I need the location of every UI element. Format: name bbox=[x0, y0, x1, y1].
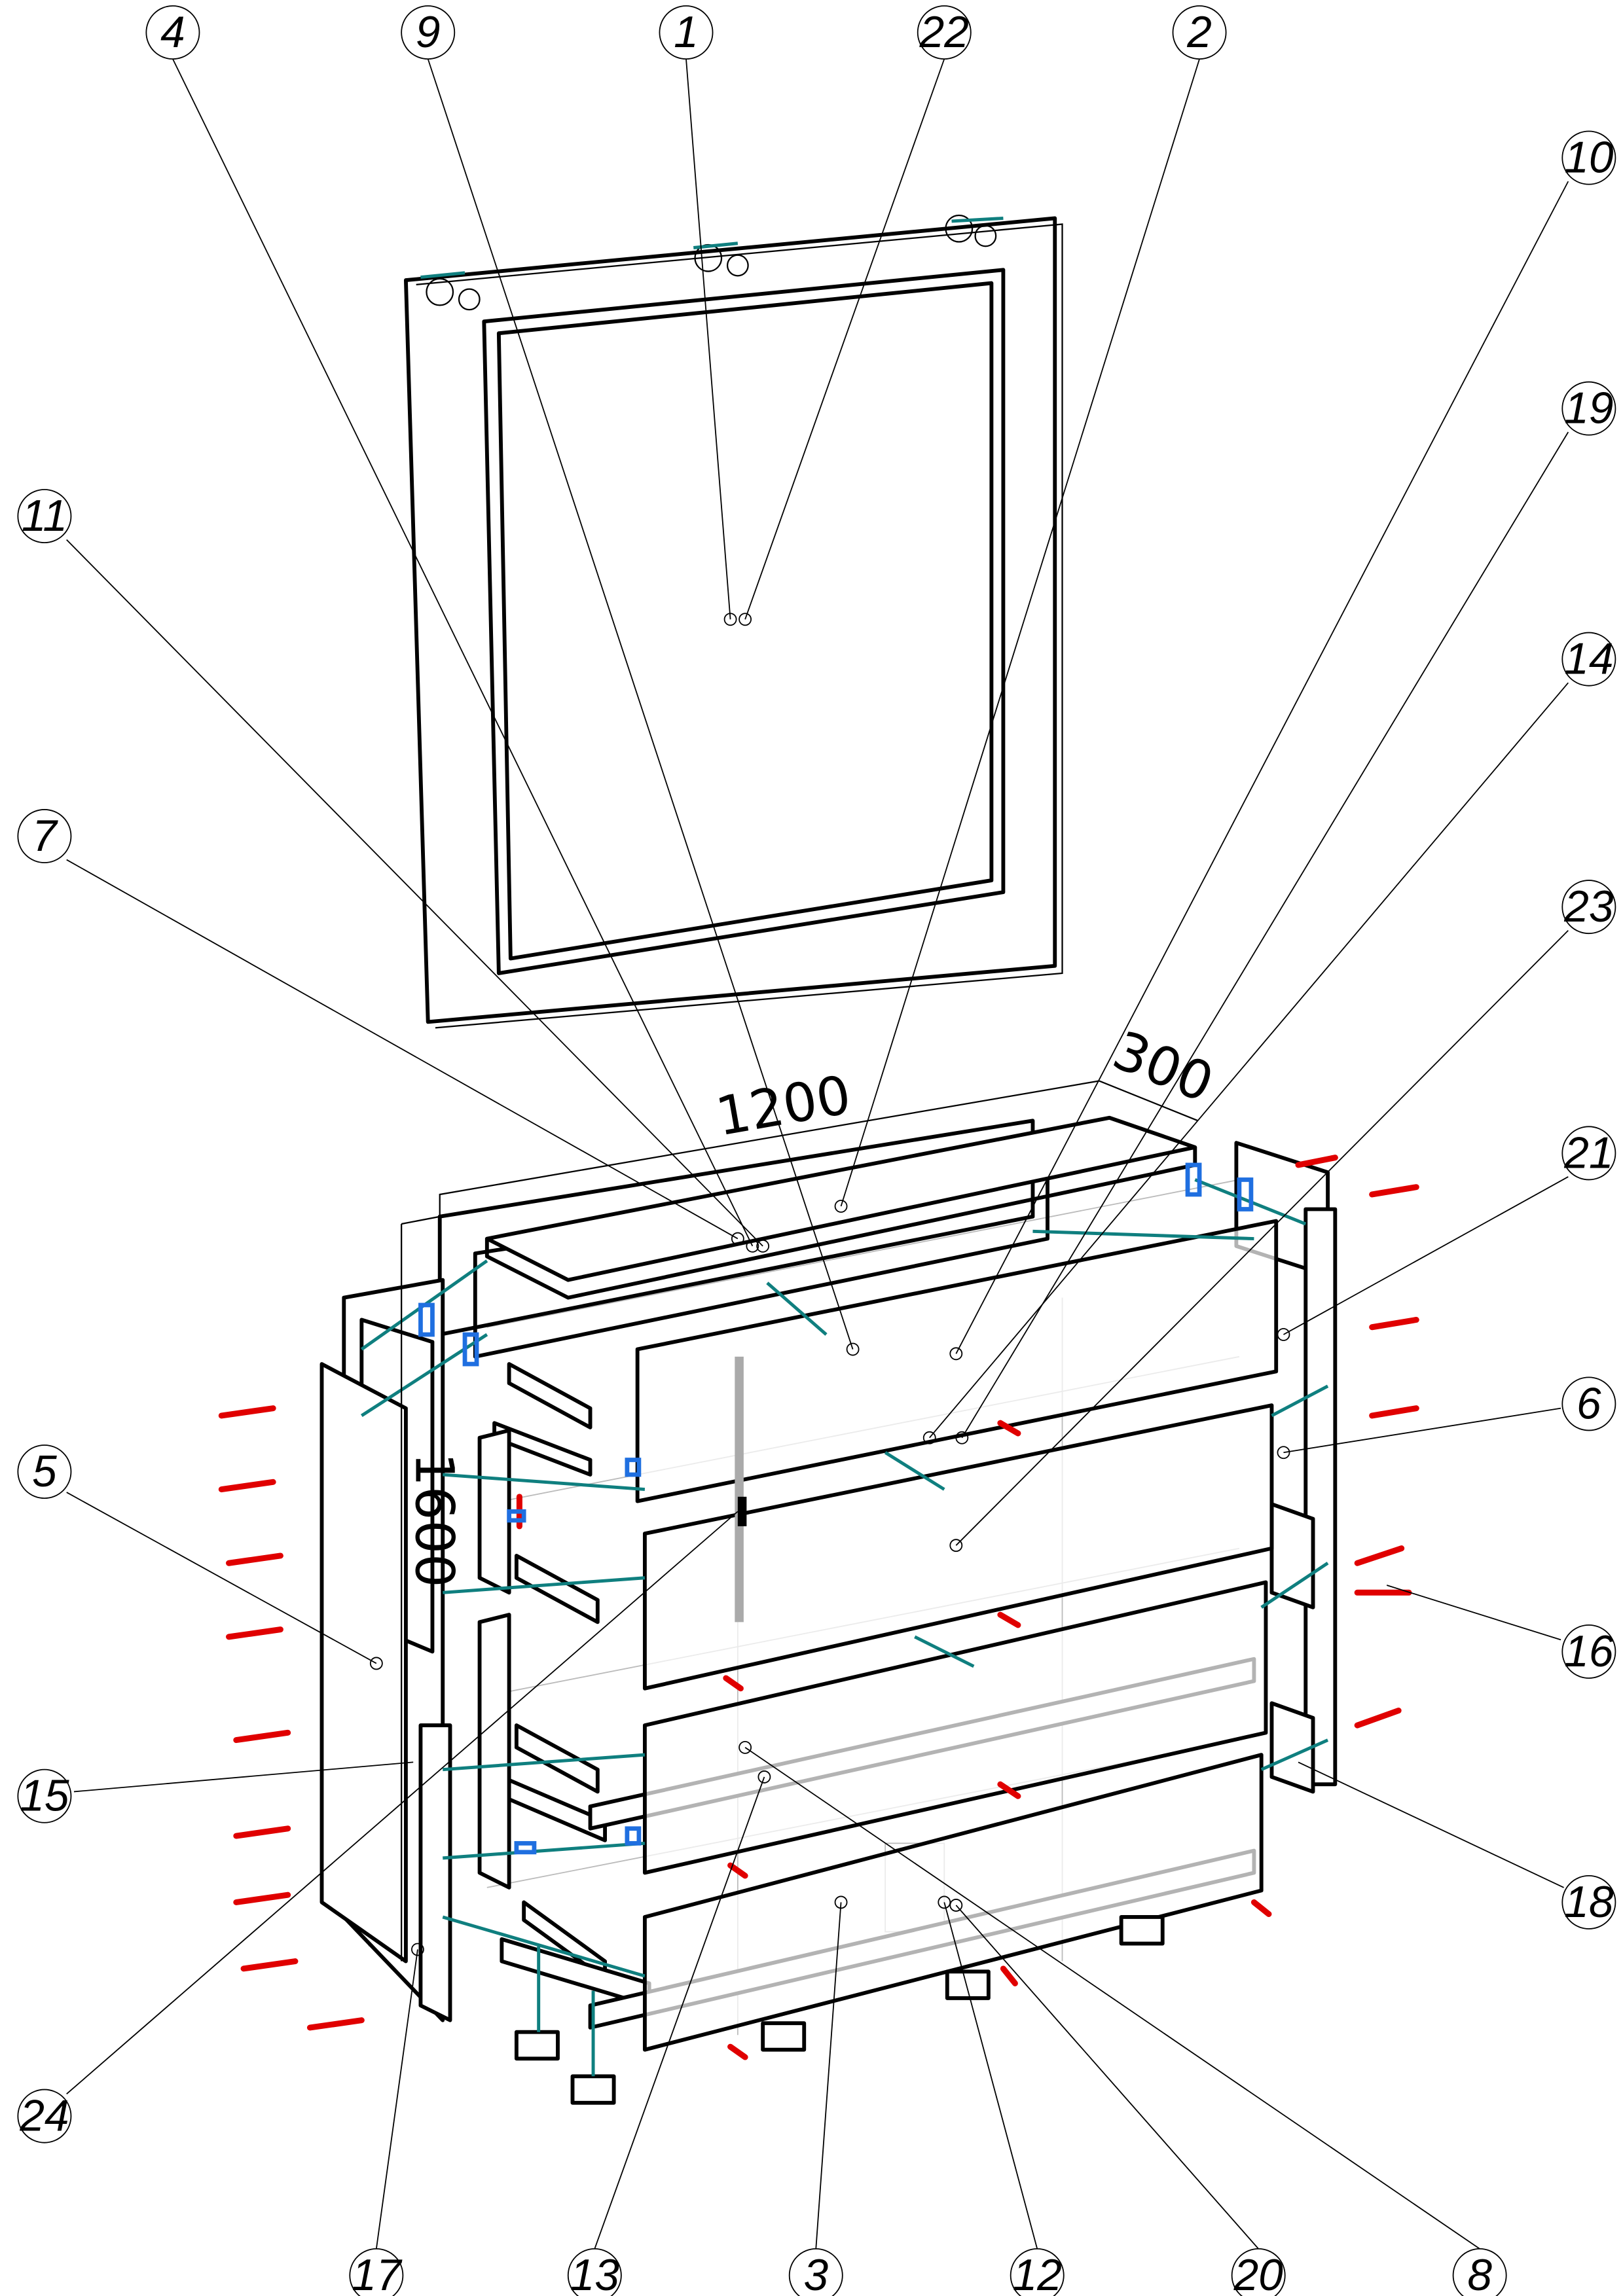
callout-5: 5 bbox=[17, 1444, 72, 1499]
svg-text:1: 1 bbox=[674, 8, 699, 57]
svg-text:23: 23 bbox=[1563, 882, 1613, 931]
callout-20: 20 bbox=[1231, 2248, 1286, 2296]
callout-17: 17 bbox=[349, 2248, 404, 2296]
svg-text:3: 3 bbox=[803, 2251, 828, 2296]
svg-text:13: 13 bbox=[570, 2251, 619, 2296]
callout-24: 24 bbox=[17, 2089, 72, 2144]
dimension-lines bbox=[401, 1080, 1199, 1962]
callout-21: 21 bbox=[1561, 1126, 1616, 1181]
callout-18: 18 bbox=[1561, 1874, 1616, 1929]
callout-4: 4 bbox=[145, 5, 200, 60]
callout-2: 2 bbox=[1172, 5, 1227, 60]
dresser bbox=[218, 1080, 1419, 2105]
svg-text:9: 9 bbox=[416, 8, 441, 57]
svg-text:17: 17 bbox=[352, 2251, 403, 2296]
svg-text:21: 21 bbox=[1563, 1128, 1613, 1177]
svg-text:20: 20 bbox=[1233, 2251, 1284, 2296]
callout-8: 8 bbox=[1452, 2248, 1507, 2296]
callout-1: 1 bbox=[659, 5, 714, 60]
callout-15: 15 bbox=[17, 1768, 72, 1823]
callouts: 4 9 1 22 2 10 19 11 14 7 23 21 6 5 16 15… bbox=[17, 5, 1616, 2296]
callout-3: 3 bbox=[788, 2248, 843, 2296]
dimension-depth: 300 bbox=[1104, 1020, 1222, 1115]
drawer-front-2 bbox=[642, 1403, 1274, 1691]
svg-text:7: 7 bbox=[32, 812, 58, 861]
screws bbox=[218, 1155, 1419, 2060]
callout-7: 7 bbox=[17, 809, 72, 863]
legs bbox=[514, 1915, 1165, 2105]
callout-11: 11 bbox=[17, 489, 72, 544]
dimension-width: 1200 bbox=[712, 1064, 856, 1148]
callout-19: 19 bbox=[1561, 381, 1616, 436]
svg-text:16: 16 bbox=[1564, 1627, 1614, 1676]
svg-text:10: 10 bbox=[1564, 134, 1614, 183]
svg-text:8: 8 bbox=[1467, 2251, 1492, 2296]
drawer-front-1 bbox=[635, 1219, 1279, 1503]
svg-text:15: 15 bbox=[20, 1772, 69, 1821]
svg-text:22: 22 bbox=[919, 8, 969, 57]
dimension-height: 1600 bbox=[403, 1452, 465, 1587]
svg-text:18: 18 bbox=[1564, 1878, 1614, 1927]
brackets bbox=[418, 1162, 1254, 1855]
drawer-front-4 bbox=[642, 1753, 1264, 2052]
svg-text:5: 5 bbox=[32, 1447, 57, 1496]
callout-10: 10 bbox=[1561, 130, 1616, 185]
svg-text:19: 19 bbox=[1564, 384, 1613, 433]
callout-13: 13 bbox=[567, 2248, 622, 2296]
callout-9: 9 bbox=[401, 5, 456, 60]
mirror bbox=[403, 214, 1063, 1029]
callout-14: 14 bbox=[1561, 632, 1616, 687]
callout-22: 22 bbox=[917, 5, 972, 60]
svg-text:2: 2 bbox=[1186, 8, 1212, 57]
callout-23: 23 bbox=[1561, 880, 1616, 935]
drawer-front-3 bbox=[642, 1580, 1268, 1875]
svg-text:12: 12 bbox=[1013, 2251, 1062, 2296]
callout-6: 6 bbox=[1561, 1376, 1616, 1431]
svg-text:24: 24 bbox=[19, 2092, 69, 2141]
callout-16: 16 bbox=[1561, 1624, 1616, 1679]
svg-text:4: 4 bbox=[160, 8, 185, 57]
svg-text:11: 11 bbox=[22, 492, 67, 541]
callout-12: 12 bbox=[1010, 2248, 1065, 2296]
svg-text:6: 6 bbox=[1577, 1379, 1601, 1428]
svg-text:14: 14 bbox=[1564, 635, 1613, 684]
